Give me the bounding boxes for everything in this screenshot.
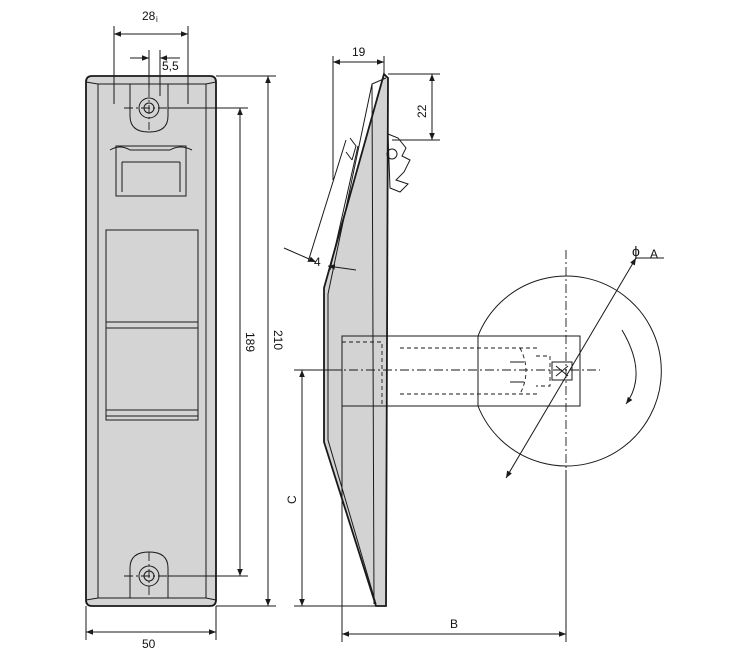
top-hole-centerlines xyxy=(124,88,176,130)
dim-50-extension xyxy=(85,606,217,640)
strap-window-inner xyxy=(121,161,181,192)
dim-diameter-label: A xyxy=(650,247,658,261)
dim-50-label: 50 xyxy=(142,637,156,651)
strap-window xyxy=(115,145,187,197)
strap-guide xyxy=(109,146,193,151)
dim-19-label: 19 xyxy=(352,45,366,59)
front-housing-outline xyxy=(85,75,217,607)
dim-19-extension xyxy=(332,56,385,180)
side-latch xyxy=(387,133,411,193)
front-view xyxy=(85,75,217,607)
dim-210-label: 210 xyxy=(271,330,285,350)
dim-22-label: 22 xyxy=(415,104,429,118)
side-view xyxy=(298,72,662,607)
dim-28-label: 28 xyxy=(142,9,156,23)
dim-4-arrow-left xyxy=(283,247,317,263)
dim-4-arrow-right xyxy=(327,264,357,271)
axle-hidden-bore xyxy=(400,347,540,395)
bottom-hole-centerlines xyxy=(124,552,176,598)
dim-c-label: C xyxy=(285,495,299,504)
front-dimensions: 28 i 5,5 189 210 50 xyxy=(85,9,285,651)
side-housing-inner-edge xyxy=(327,77,387,605)
dim-55-label: 5,5 xyxy=(162,59,179,73)
dim-diameter-line xyxy=(505,257,637,479)
panel-groove-upper xyxy=(106,321,198,329)
dim-b-extension xyxy=(341,406,567,642)
dim-b-label: B xyxy=(450,617,458,631)
axle-hidden-key xyxy=(536,355,551,387)
dim-diameter-symbol: ϕ xyxy=(632,243,640,259)
dim-4-extension xyxy=(307,139,359,271)
dim-28-subscript: i xyxy=(156,15,158,24)
dim-189-extension xyxy=(168,107,248,577)
side-strap-tab xyxy=(345,137,357,161)
front-bevel-lines xyxy=(85,81,217,601)
latch-pivot xyxy=(386,148,398,160)
dim-28-extension xyxy=(113,26,189,104)
side-dimensions: 19 22 4 C B ϕ A xyxy=(283,45,664,642)
dim-4-label: 4 xyxy=(314,255,321,269)
side-housing-lower-edge xyxy=(327,294,377,605)
panel-groove-lower xyxy=(106,409,198,417)
drum-slot-lines xyxy=(510,361,524,383)
dim-189-label: 189 xyxy=(243,332,257,352)
axle-hidden-hub xyxy=(341,341,383,407)
top-mounting-slot xyxy=(129,84,169,133)
rotation-arrow-icon xyxy=(621,329,637,405)
